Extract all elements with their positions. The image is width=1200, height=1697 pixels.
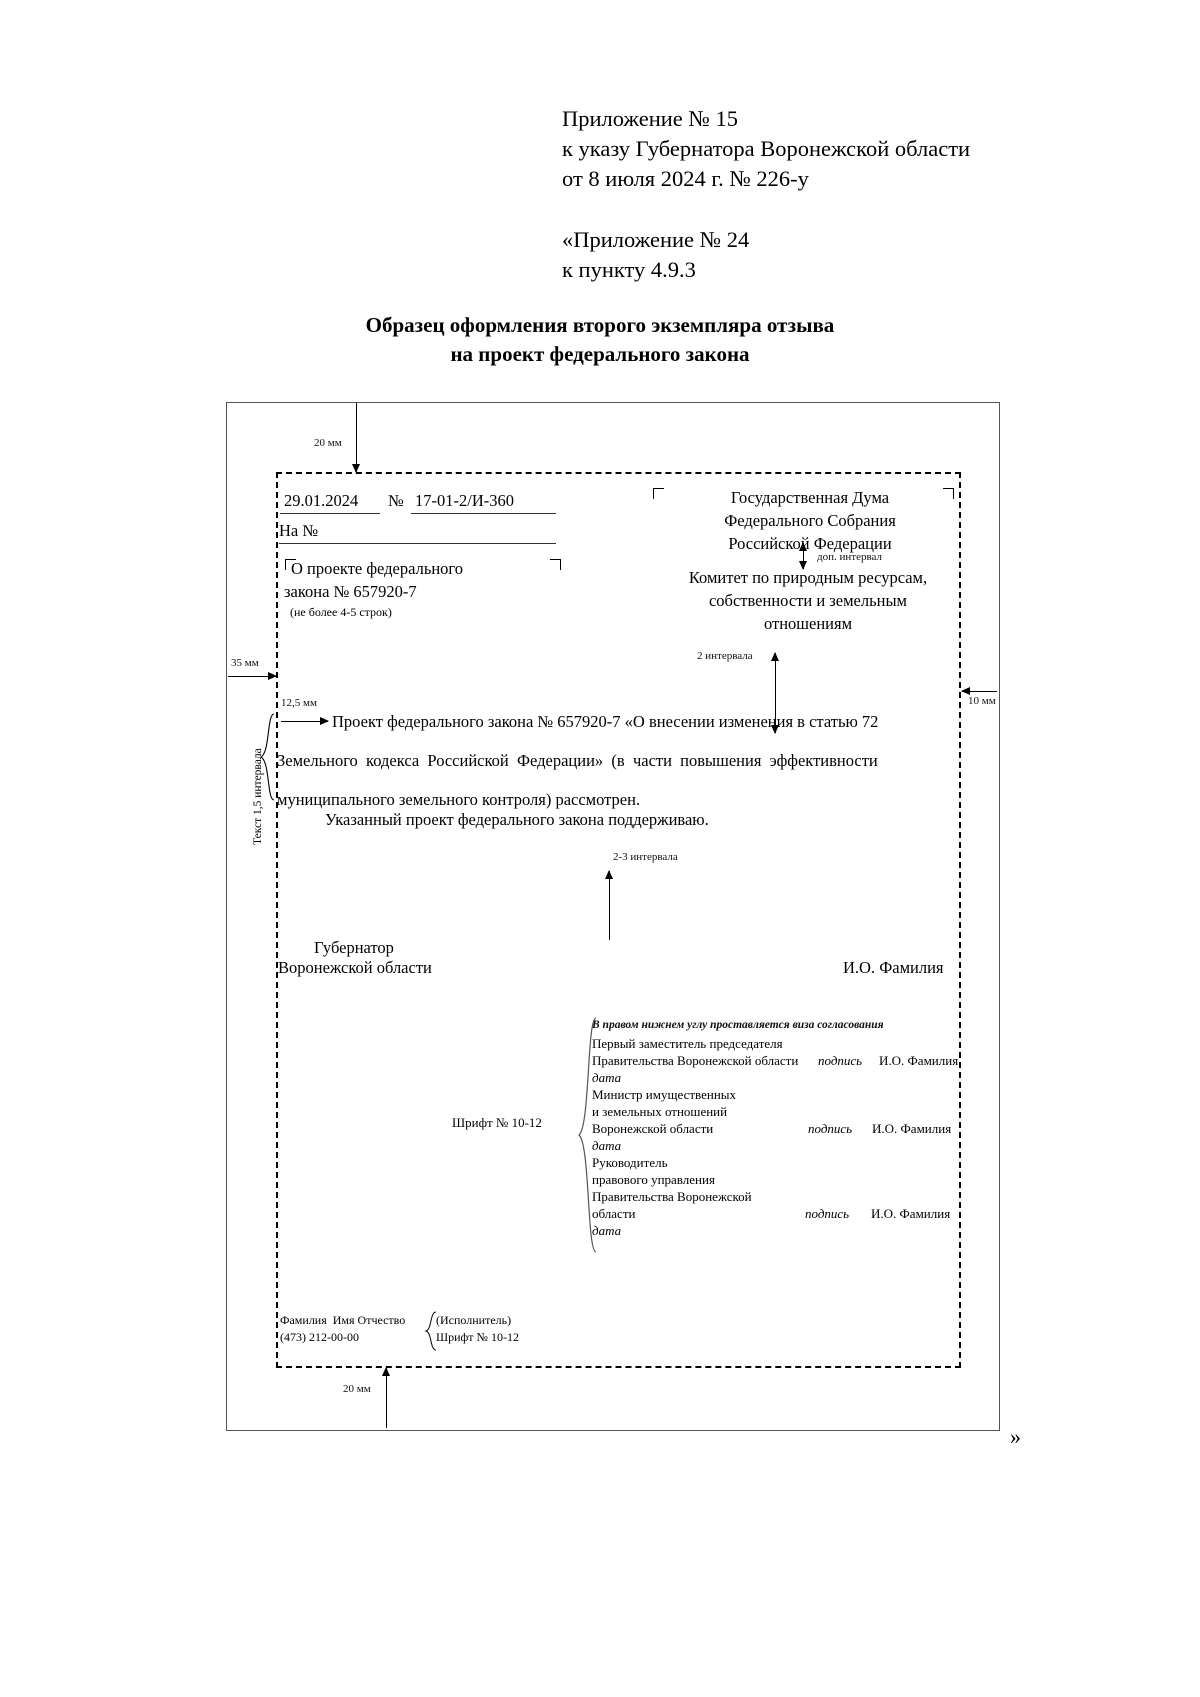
right-margin-label: 10 мм xyxy=(968,695,996,707)
visa-entry-2-name: И.О. Фамилия xyxy=(872,1121,952,1136)
sheet-outline xyxy=(226,402,1000,1431)
executor-brace xyxy=(424,1311,437,1351)
two-intervals-arrow xyxy=(771,652,779,734)
outgoing-number-label: № xyxy=(388,491,404,510)
subject-line2: закона № 657920-7 xyxy=(284,582,417,601)
reply-to-label: На № xyxy=(279,521,319,540)
visa-entry-2-date: дата xyxy=(592,1138,622,1153)
text-spacing-brace xyxy=(259,713,275,801)
visa-heading: В правом нижнем углу проставляется виза … xyxy=(592,1019,884,1031)
addressee-line4: Комитет по природным ресурсам, xyxy=(688,568,928,587)
executor-role: (Исполнитель) xyxy=(436,1313,512,1327)
closing-quote: » xyxy=(1010,1424,1021,1449)
body-paragraph1-line3: муниципального земельного контроля) расс… xyxy=(277,790,641,809)
visa-entry-2-sign: подпись xyxy=(808,1121,853,1136)
decree-date-line: от 8 июля 2024 г. № 226-у xyxy=(562,166,809,191)
indent-arrow xyxy=(281,717,329,725)
decree-reference-line: к указу Губернатора Воронежской области xyxy=(562,136,971,161)
left-margin-arrow xyxy=(228,672,277,680)
visa-entry-1-name: И.О. Фамилия xyxy=(879,1053,959,1068)
visa-entry-3-line-4: области xyxy=(592,1206,636,1221)
visa-entry-2-line-1: Министр имущественных xyxy=(592,1087,737,1102)
signature-post-line2: Воронежской области xyxy=(278,958,432,977)
right-margin-arrow xyxy=(961,687,997,695)
bottom-margin-label: 20 мм xyxy=(343,1383,371,1395)
signature-post-line1: Губернатор xyxy=(314,938,394,957)
subject-corner-right-icon xyxy=(550,559,561,570)
visa-entry-3-date: дата xyxy=(592,1223,622,1238)
visa-font-note: Шрифт № 10-12 xyxy=(452,1115,542,1130)
indent-label: 12,5 мм xyxy=(281,697,317,709)
addressee-corner-right-icon xyxy=(943,488,954,499)
body-paragraph1-line1: Проект федерального закона № 657920-7 «О… xyxy=(332,712,879,731)
outgoing-date-rule xyxy=(280,513,380,514)
visa-entry-2-line-2: и земельных отношений xyxy=(592,1104,728,1119)
visa-entry-3-line-1: Руководитель xyxy=(592,1155,668,1170)
visa-entry-3-line-3: Правительства Воронежской xyxy=(592,1189,752,1204)
subject-corner-left-icon xyxy=(285,559,296,570)
left-margin-label: 35 мм xyxy=(231,657,259,669)
reply-to-rule xyxy=(279,543,556,544)
outgoing-date: 29.01.2024 xyxy=(284,491,359,510)
executor-font-note: Шрифт № 10-12 xyxy=(436,1330,519,1344)
extra-interval-arrow xyxy=(799,542,807,570)
bottom-margin-arrow xyxy=(382,1367,390,1428)
inner-appendix-reference-block: «Приложение № 24 к пункту 4.9.3 xyxy=(562,225,1082,285)
visa-entry-1-line-1: Первый заместитель председателя xyxy=(592,1036,783,1051)
visa-entry-1-date: дата xyxy=(592,1070,622,1085)
executor-phone: (473) 212-00-00 xyxy=(280,1330,359,1344)
visa-entry-3-name: И.О. Фамилия xyxy=(871,1206,951,1221)
two-intervals-label: 2 интервала xyxy=(697,650,753,662)
body-paragraph1-line2: Земельного кодекса Российской Федерации»… xyxy=(277,751,878,770)
visa-entry-2-line-3: Воронежской области xyxy=(592,1121,714,1136)
executor-name: Фамилия Имя Отчество xyxy=(280,1313,406,1327)
appendix-number-line: Приложение № 15 xyxy=(562,106,738,131)
addressee-line1: Государственная Дума xyxy=(730,488,890,507)
extra-interval-label: доп. интервал xyxy=(817,551,882,563)
page-title: Образец оформления второго экземпляра от… xyxy=(180,311,1020,369)
top-margin-arrow xyxy=(352,403,360,473)
signature-name: И.О. Фамилия xyxy=(843,958,944,977)
two-three-intervals-arrow xyxy=(605,870,613,940)
two-three-intervals-label: 2-3 интервала xyxy=(613,851,678,863)
addressee-corner-left-icon xyxy=(653,488,664,499)
appendix-reference-block: Приложение № 15 к указу Губернатора Воро… xyxy=(562,104,1082,194)
addressee-line3: Российской Федерации xyxy=(728,534,892,553)
inner-appendix-clause-line: к пункту 4.9.3 xyxy=(562,257,696,282)
visa-entry-3-line-2: правового управления xyxy=(592,1172,715,1187)
inner-appendix-number-line: «Приложение № 24 xyxy=(562,227,750,252)
page-title-line1: Образец оформления второго экземпляра от… xyxy=(365,313,835,337)
visa-entry-3-sign: подпись xyxy=(805,1206,850,1221)
addressee-line2: Федерального Собрания xyxy=(724,511,896,530)
page-title-line2: на проект федерального закона xyxy=(450,342,750,366)
top-margin-label: 20 мм xyxy=(314,437,342,449)
outgoing-number: 17-01-2/И-360 xyxy=(415,491,514,510)
visa-brace xyxy=(578,1017,597,1253)
body-paragraph2: Указанный проект федерального закона под… xyxy=(325,810,709,829)
visa-entry-1-sign: подпись xyxy=(818,1053,863,1068)
subject-lines-note: (не более 4-5 строк) xyxy=(290,605,392,619)
addressee-line5: собственности и земельным xyxy=(708,591,907,610)
visa-entry-1-line-2: Правительства Воронежской области xyxy=(592,1053,799,1068)
addressee-line6: отношениям xyxy=(763,614,853,633)
outgoing-number-rule xyxy=(411,513,556,514)
text-area-boundary xyxy=(276,472,961,1368)
subject-line1: О проекте федерального xyxy=(291,559,464,578)
